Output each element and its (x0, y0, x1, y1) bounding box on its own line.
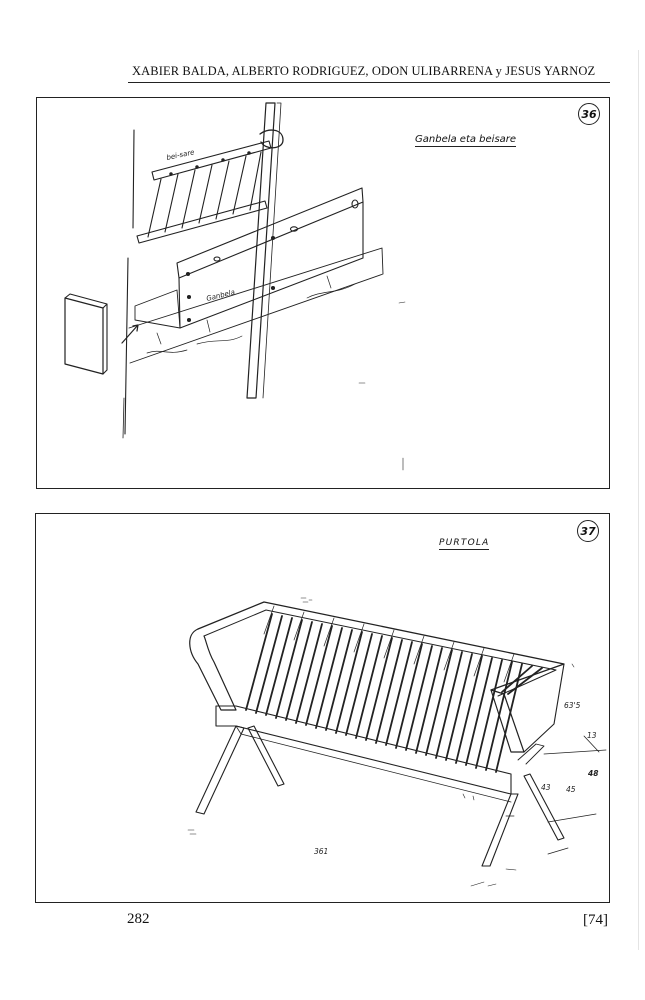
running-head: XABIER BALDA, ALBERTO RODRIGUEZ, ODON UL… (132, 64, 596, 78)
figure-36-drawing: bei-sare Ganbela (64, 102, 406, 471)
dimension-label: 48 (588, 769, 598, 778)
figure-37-number: 37 (577, 520, 599, 542)
wall-edge-line (124, 257, 129, 435)
dimension-label: 43 (541, 783, 551, 792)
stone-block (64, 297, 104, 375)
stone-ledge (128, 247, 384, 364)
figure-36-plate: 36 Ganbela eta beisare bei-sare (36, 97, 610, 489)
dimension-lines (505, 735, 607, 855)
purtola-manger (189, 601, 565, 867)
wall-edge-line (132, 129, 135, 229)
manger-slats (245, 613, 543, 773)
figure-36-title: Ganbela eta beisare (415, 134, 517, 147)
dimension-label: 63'5 (564, 701, 581, 710)
dimension-label: 13 (587, 731, 597, 740)
arrow-indicator (121, 324, 139, 344)
beisare-label: bei-sare (166, 148, 195, 162)
section-number: [74] (583, 912, 608, 928)
figure-36-number: 36 (578, 103, 600, 125)
figure-37-drawing: 63'5 13 48 45 43 361 (187, 597, 607, 887)
page-edge-line (638, 50, 639, 950)
running-head-rule (128, 82, 610, 83)
rope-tie (259, 129, 284, 149)
dimension-label: 361 (314, 847, 328, 856)
dimension-label: 45 (566, 785, 576, 794)
ganbela-trough (134, 187, 364, 329)
figure-37-title: PURTOLA (439, 538, 490, 550)
page-number: 282 (127, 911, 150, 927)
beisare-rack (136, 140, 272, 244)
figure-37-plate: 37 PURTOLA (35, 513, 610, 903)
